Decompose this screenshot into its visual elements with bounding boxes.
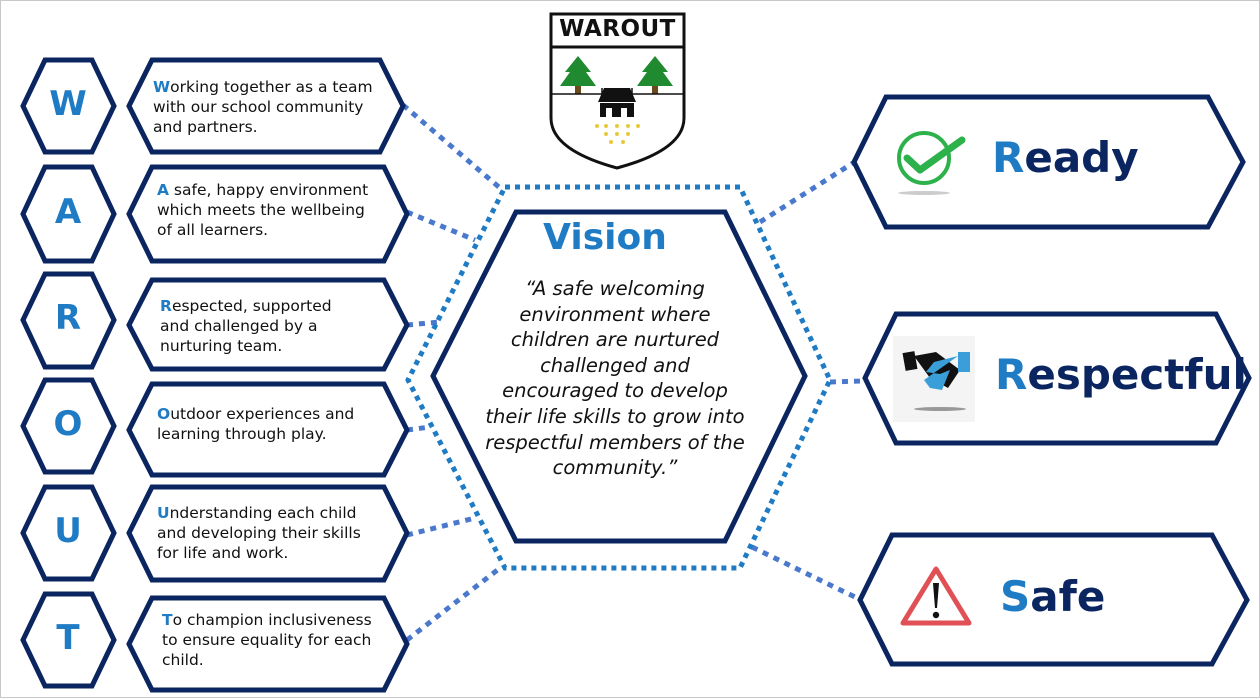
cottage-icon <box>598 88 636 117</box>
value-hexagon-safe <box>857 532 1250 667</box>
check-circle-icon <box>897 131 966 195</box>
vision-hexagon <box>430 209 808 544</box>
connector-lines <box>401 103 863 642</box>
acronym-desc-a: A safe, happy environment which meets th… <box>157 181 369 239</box>
acronym-desc-r: Respected, supported and challenged by a… <box>160 297 332 355</box>
desc-hexagon-a <box>126 164 410 264</box>
acronym-desc-u: Understanding each child and developing … <box>157 504 361 562</box>
vision-quote: “A safe welcoming environment where chil… <box>485 277 745 480</box>
acronym-desc-t: To champion inclusiveness to ensure equa… <box>162 611 372 669</box>
letter-hexagon-r <box>20 271 117 370</box>
desc-hexagon-o <box>126 381 410 478</box>
value-hexagon-ready <box>851 94 1246 230</box>
desc-hexagon-u <box>126 484 410 583</box>
value-ready: Ready <box>992 133 1139 182</box>
acronym-letter-t: T <box>56 618 80 658</box>
vision-outer-dotted-hexagon <box>405 184 833 571</box>
desc-hexagon-r <box>126 277 410 372</box>
desc-hexagon-w <box>126 57 406 155</box>
acronym-letter-u: U <box>54 511 82 551</box>
letter-hexagon-u <box>20 484 117 582</box>
acronym-letter-w: W <box>49 84 87 124</box>
acronym-letter-o: O <box>53 404 83 444</box>
acronym-desc-w: Working together as a team with our scho… <box>153 78 373 136</box>
letter-hexagon-a <box>20 164 117 264</box>
acronym-letter-r: R <box>54 298 82 338</box>
letter-hexagon-w <box>20 57 117 155</box>
crest-title: WAROUT <box>559 16 676 42</box>
letter-hexagon-o <box>20 377 117 475</box>
handshake-icon <box>893 336 975 422</box>
vision-title: Vision <box>543 217 667 258</box>
school-crest-logo <box>549 12 686 170</box>
letter-hexagon-t <box>20 591 117 689</box>
desc-hexagon-t <box>126 595 410 693</box>
value-safe: Safe <box>1000 572 1106 621</box>
acronym-desc-o: Outdoor experiences and learning through… <box>157 405 355 443</box>
acronym-letter-a: A <box>54 192 82 232</box>
dots-pattern <box>595 124 640 144</box>
warning-triangle-icon <box>900 566 972 626</box>
value-respectful: Respectful <box>995 350 1247 399</box>
tree-icon <box>560 56 673 94</box>
